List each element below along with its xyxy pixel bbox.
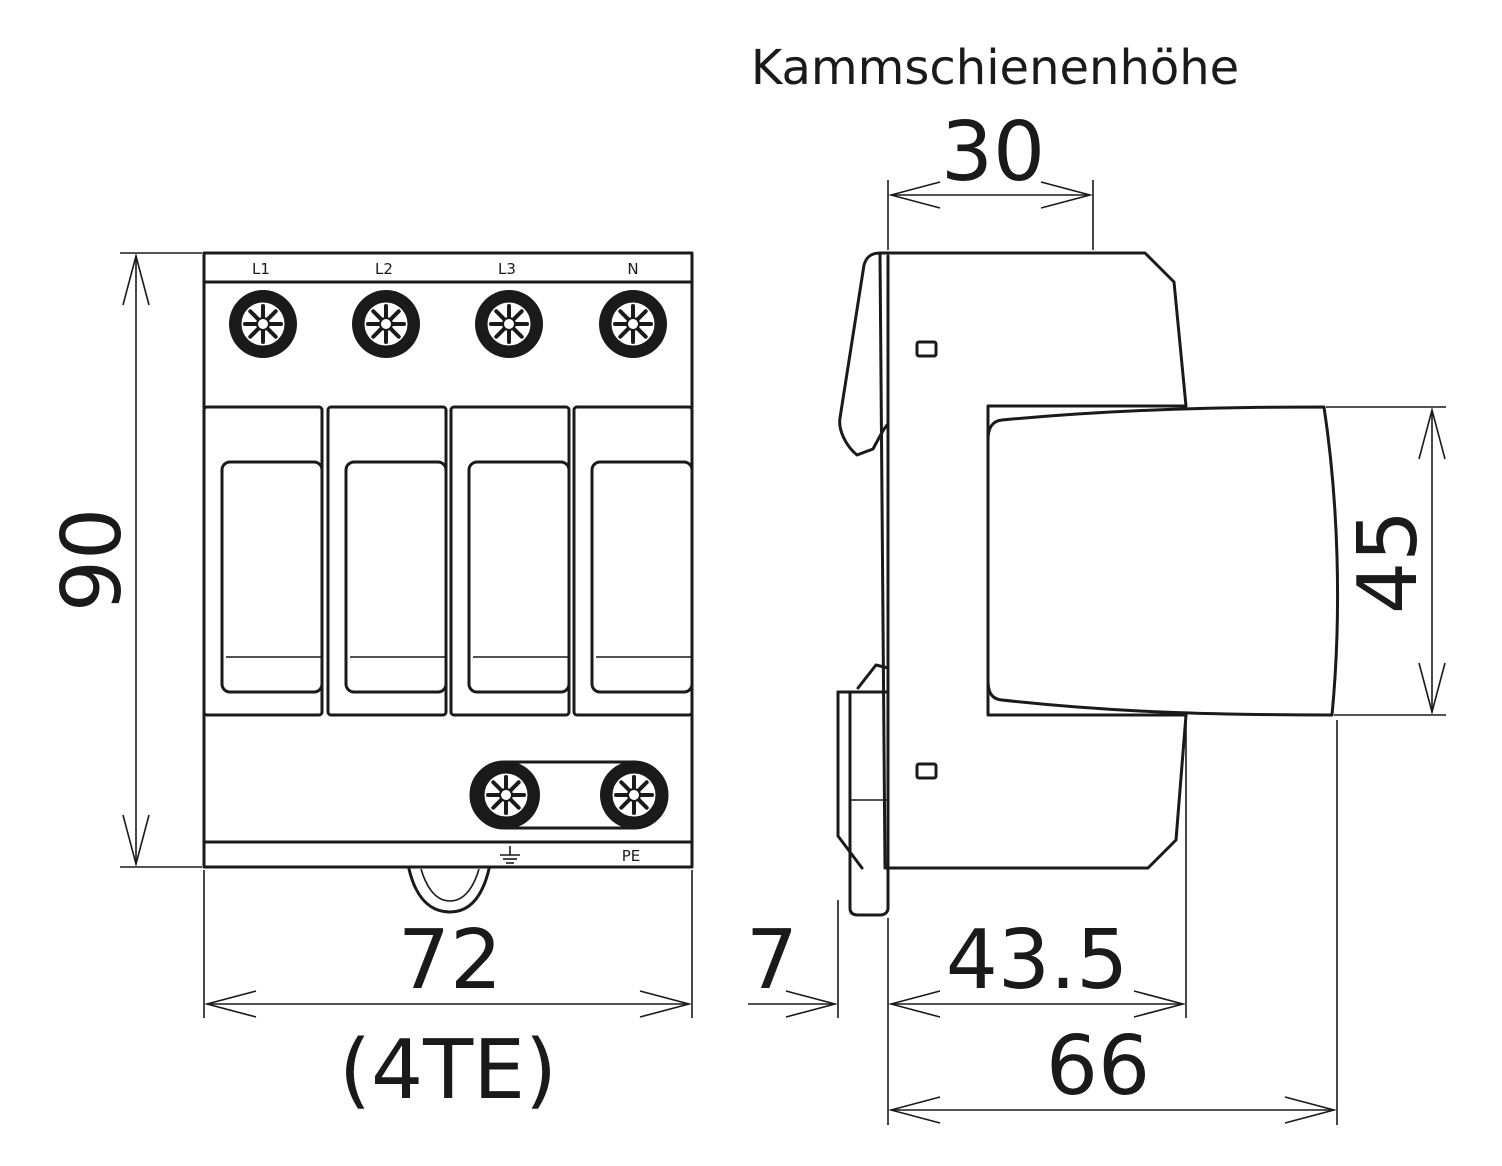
terminal-label-n: N xyxy=(627,260,638,278)
terminal-label-l1: L1 xyxy=(252,260,270,278)
dim-width-units: (4TE) xyxy=(339,1023,557,1118)
lower-clip-top xyxy=(856,663,890,690)
screw-terminal-pe-left xyxy=(472,761,540,829)
din-clip xyxy=(407,867,491,914)
dim-comb-rail-height: 30 xyxy=(941,105,1045,200)
upper-rail-hook xyxy=(838,251,890,457)
dim-cap-height: 45 xyxy=(1341,510,1436,614)
dim-width: 72 xyxy=(398,913,502,1008)
release-lever xyxy=(848,690,890,917)
dim-rail-offset: 7 xyxy=(746,913,798,1008)
front-cap xyxy=(986,405,1340,717)
pe-label: PE xyxy=(622,847,641,865)
side-body-outline xyxy=(878,251,1188,870)
dim-depth-to-body: 43.5 xyxy=(946,913,1129,1008)
comb-rail-label: Kammschienenhöhe xyxy=(751,40,1239,96)
dimension-lines xyxy=(120,180,1446,1125)
module-l2 xyxy=(326,405,448,717)
dim-total-depth: 66 xyxy=(1046,1019,1150,1114)
pe-screw-terminals xyxy=(472,761,668,829)
terminal-label-l3: L3 xyxy=(498,260,516,278)
module-n xyxy=(572,405,694,717)
bottom-indicator xyxy=(915,762,938,780)
lower-clip-front xyxy=(836,690,864,870)
dim-height: 90 xyxy=(45,508,140,612)
front-view: L1 L2 L3 N xyxy=(202,251,694,914)
screw-terminal-l2 xyxy=(352,290,420,358)
terminal-label-l2: L2 xyxy=(375,260,393,278)
module-l3 xyxy=(449,405,571,717)
screw-terminal-l1 xyxy=(229,290,297,358)
module-l1 xyxy=(202,405,324,717)
top-screw-terminals xyxy=(229,290,667,358)
screw-terminal-pe-right xyxy=(600,761,668,829)
side-view xyxy=(836,251,1340,917)
top-indicator xyxy=(915,340,938,358)
screw-terminal-l3 xyxy=(475,290,543,358)
screw-terminal-n xyxy=(599,290,667,358)
earth-ground-icon xyxy=(500,846,520,864)
